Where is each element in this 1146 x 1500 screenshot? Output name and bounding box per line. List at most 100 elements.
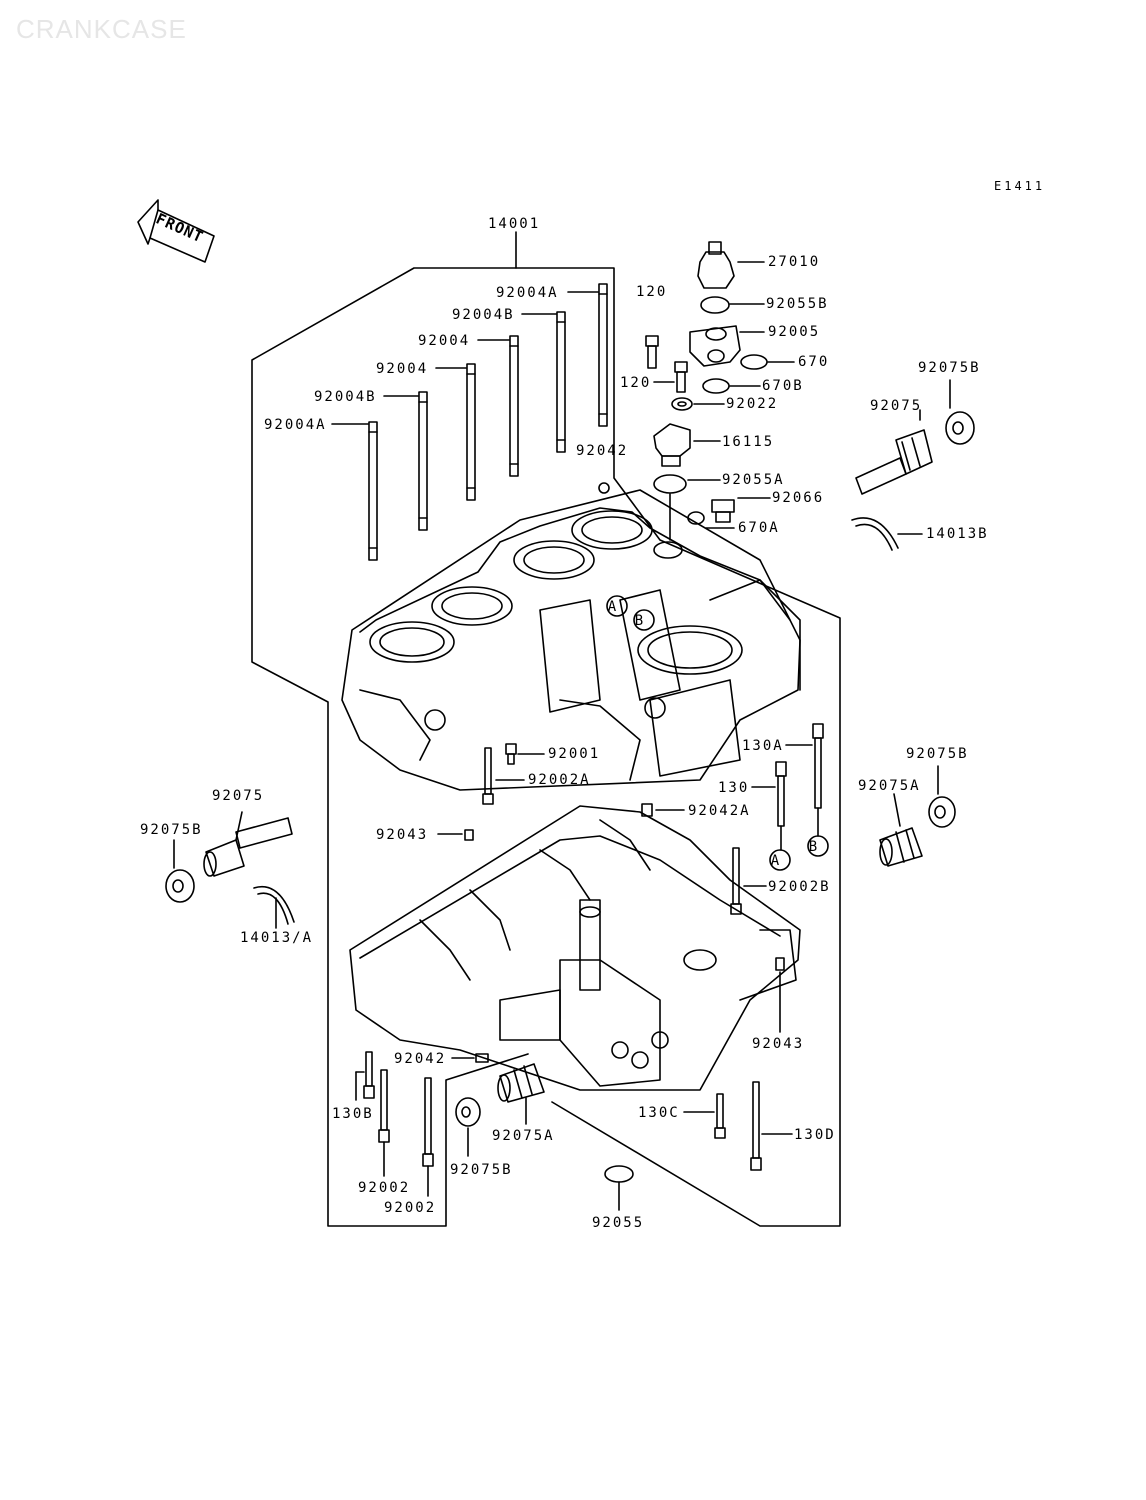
- o-ring-670: [740, 354, 768, 370]
- label-92004A-top: 92004A: [496, 285, 559, 301]
- bearing-92075A-right: [879, 793, 923, 867]
- label-92075B-left: 92075B: [140, 822, 203, 838]
- o-ring-92055A: [653, 474, 687, 494]
- callout-A-lower: A: [771, 853, 781, 869]
- callout-circle-B-upper: [633, 609, 655, 631]
- label-92055B: 92055B: [766, 296, 829, 312]
- o-ring-92055B: [700, 296, 730, 314]
- o-ring-670A: [687, 511, 705, 525]
- bolt-92001: [505, 743, 545, 765]
- label-14013B: 14013B: [926, 526, 989, 542]
- o-ring-670B: [702, 378, 730, 394]
- stud-92004A-top: [598, 283, 608, 427]
- label-120-lower: 120: [620, 375, 651, 391]
- label-14001: 14001: [488, 216, 540, 232]
- dowel-92043-right: [775, 957, 785, 971]
- label-92004B-top: 92004B: [452, 307, 515, 323]
- label-92042A: 92042A: [688, 803, 751, 819]
- washer-92075B-bottom: [455, 1097, 481, 1157]
- bearing-shell-14013A: [253, 886, 295, 923]
- label-92002-left: 92002: [358, 1180, 410, 1196]
- callout-circle-A-lower: [769, 849, 791, 871]
- label-92001: 92001: [548, 746, 600, 762]
- oil-pressure-switch-27010: [697, 241, 765, 289]
- bolt-120-upper: [645, 335, 659, 369]
- label-92055A: 92055A: [722, 472, 785, 488]
- dowel-92042-top: [598, 482, 610, 494]
- bolt-130C: [683, 1093, 726, 1139]
- stud-92004B-top: [556, 311, 566, 453]
- label-670A: 670A: [738, 520, 780, 536]
- label-92075A-bottom: 92075A: [492, 1128, 555, 1144]
- label-92042-bottom: 92042: [394, 1051, 446, 1067]
- label-92075B-mid-right: 92075B: [906, 746, 969, 762]
- label-14013A: 14013/A: [240, 930, 313, 946]
- label-130C: 130C: [638, 1105, 680, 1121]
- label-92055: 92055: [592, 1215, 644, 1231]
- bearing-92075A-bottom: [497, 1063, 545, 1125]
- fitting-92005: [689, 325, 765, 367]
- upper-reference-bracket: [251, 231, 529, 1227]
- bolt-120-lower: [653, 361, 688, 393]
- bearing-shell-14013B: [851, 517, 899, 549]
- bolt-130D: [750, 1081, 793, 1171]
- bolt-92002-right: [422, 1077, 434, 1197]
- label-92004B-mid: 92004B: [314, 389, 377, 405]
- bolt-130A: [785, 723, 824, 809]
- front-arrow-icon: [137, 199, 215, 263]
- bolt-92002-left: [378, 1069, 390, 1177]
- o-ring-92055-bottom: [604, 1165, 634, 1183]
- lower-reference-bracket: [515, 267, 841, 1227]
- front-label: FRONT: [153, 210, 206, 247]
- washer-92075B-left: [165, 839, 195, 903]
- label-16115: 16115: [722, 434, 774, 450]
- label-92066: 92066: [772, 490, 824, 506]
- label-92075A-right: 92075A: [858, 778, 921, 794]
- upper-crankcase-half: [341, 489, 801, 791]
- washer-92075B-right: [945, 379, 975, 445]
- label-120-upper: 120: [636, 284, 667, 300]
- bolt-92002A: [482, 747, 525, 805]
- bearing-92075-right: [855, 409, 933, 495]
- label-92022: 92022: [726, 396, 778, 412]
- dowel-92042-bottom: [475, 1053, 489, 1063]
- dowel-92043-left: [464, 829, 474, 841]
- label-92002A: 92002A: [528, 772, 591, 788]
- bolt-130: [751, 761, 787, 827]
- label-92002B: 92002B: [768, 879, 831, 895]
- label-130D: 130D: [794, 1127, 836, 1143]
- callout-A-upper: A: [608, 599, 618, 615]
- label-92005: 92005: [768, 324, 820, 340]
- stud-92004-mid: [466, 363, 476, 501]
- stud-92004-top: [509, 335, 519, 477]
- callout-circle-B-lower: [807, 835, 829, 857]
- stud-92004B-mid: [418, 391, 428, 531]
- label-130: 130: [718, 780, 749, 796]
- label-92075B-top-right: 92075B: [918, 360, 981, 376]
- label-92043-right: 92043: [752, 1036, 804, 1052]
- plug-92066: [711, 497, 771, 523]
- label-92043-left: 92043: [376, 827, 428, 843]
- label-27010: 27010: [768, 254, 820, 270]
- washer-92022: [671, 397, 693, 411]
- label-130B: 130B: [332, 1106, 374, 1122]
- label-92075-right: 92075: [870, 398, 922, 414]
- label-92075-left: 92075: [212, 788, 264, 804]
- bolt-92002B: [730, 847, 767, 915]
- lower-crankcase-half: [349, 805, 801, 1091]
- callout-B-upper: B: [635, 613, 645, 629]
- figure-code: E1411: [994, 179, 1045, 193]
- plug-16115: [653, 423, 721, 467]
- callout-B-lower: B: [809, 839, 819, 855]
- page-title-watermark: CRANKCASE: [16, 14, 187, 44]
- label-92002-right: 92002: [384, 1200, 436, 1216]
- label-130A: 130A: [742, 738, 784, 754]
- label-92004A-low: 92004A: [264, 417, 327, 433]
- label-92004-top: 92004: [418, 333, 470, 349]
- stud-92004A-low: [368, 421, 378, 561]
- label-92075B-bottom: 92075B: [450, 1162, 513, 1178]
- dowel-92042A: [641, 803, 653, 817]
- callout-circle-A-upper: [606, 595, 628, 617]
- label-670B: 670B: [762, 378, 804, 394]
